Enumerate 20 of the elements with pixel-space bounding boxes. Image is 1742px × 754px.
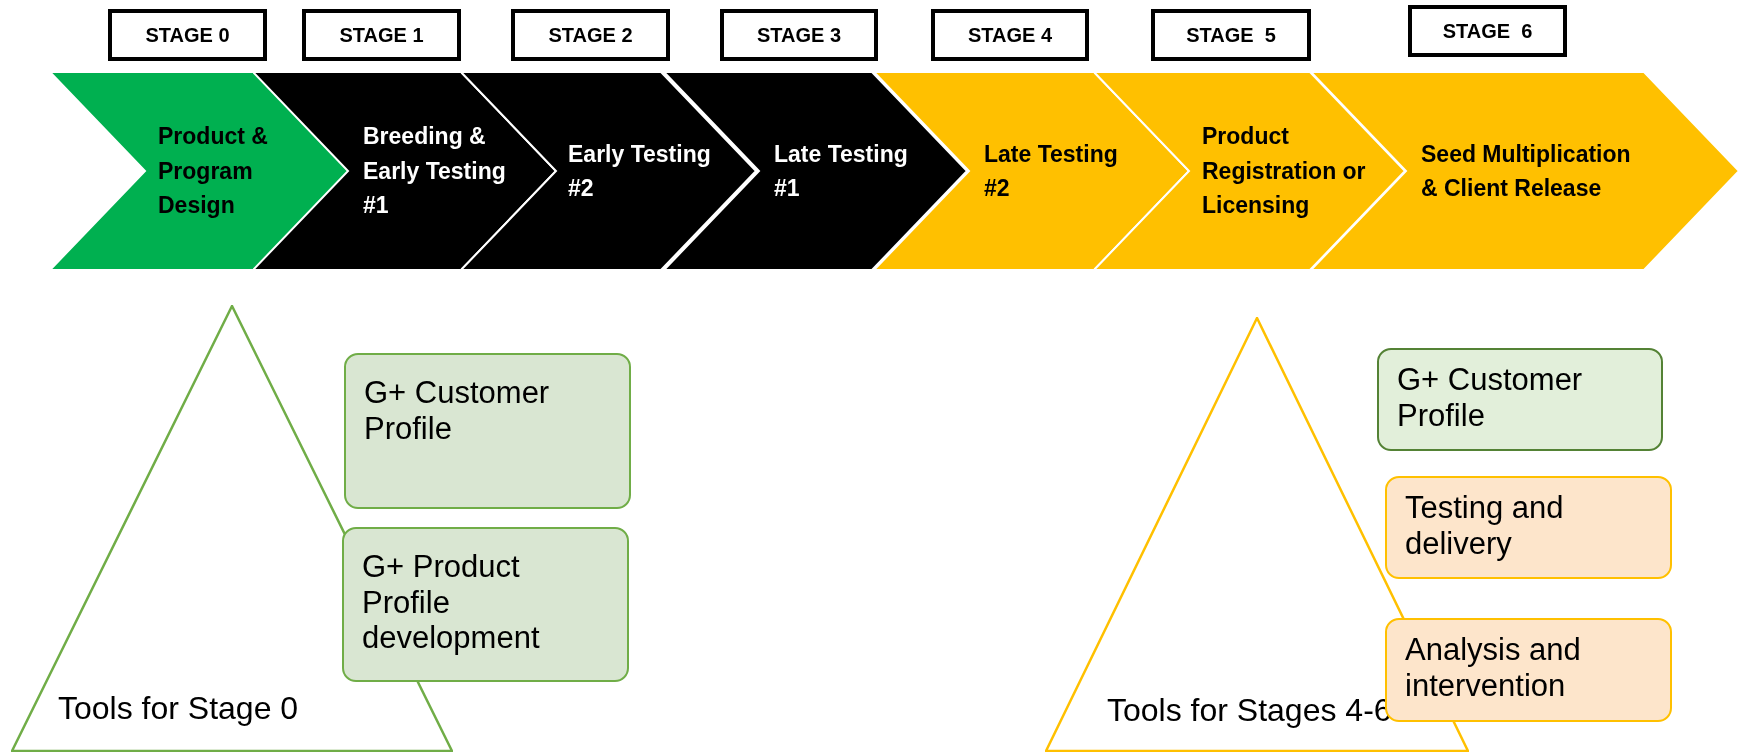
stage-label: STAGE 5 xyxy=(1151,9,1311,61)
stage-name: Product & Program Design xyxy=(158,122,269,221)
tool-box: G+ Customer Profile xyxy=(344,353,631,509)
tool-box: G+ Product Profile development xyxy=(342,527,629,682)
stage-label: STAGE 2 xyxy=(511,9,670,61)
tool-box: G+ Customer Profile xyxy=(1377,348,1663,451)
stage-name: Late Testing #1 xyxy=(774,139,909,203)
stage-name: Breeding & Early Testing #1 xyxy=(363,122,507,221)
stage-name: Early Testing #2 xyxy=(568,139,712,203)
stage-name: Seed Multiplication & Client Release xyxy=(1421,139,1632,203)
process-step xyxy=(253,72,556,270)
stage-name: Late Testing #2 xyxy=(984,139,1119,203)
stage-label: STAGE 0 xyxy=(108,9,267,61)
stage-name: Product Registration or Licensing xyxy=(1202,122,1367,221)
stage-label: STAGE 3 xyxy=(720,9,878,61)
tools-caption: Tools for Stage 0 xyxy=(58,690,299,727)
tool-box: Testing and delivery xyxy=(1385,476,1672,579)
stage-label: STAGE 1 xyxy=(302,9,461,61)
stage-label: STAGE 4 xyxy=(931,9,1089,61)
stage-label: STAGE 6 xyxy=(1408,5,1567,57)
